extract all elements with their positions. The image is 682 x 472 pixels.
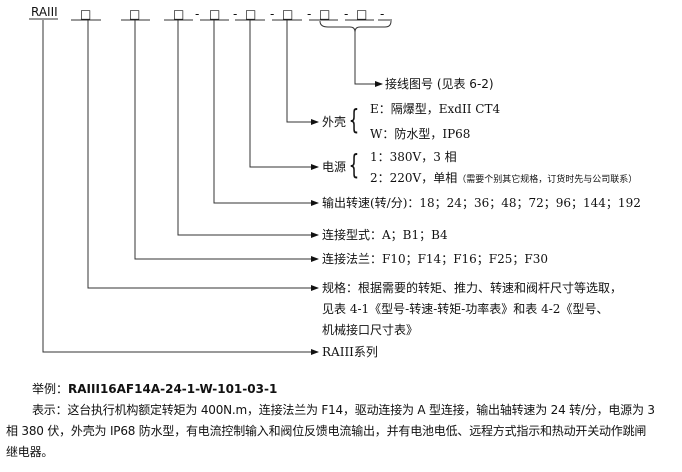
label-speed: 输出转速(转/分)：18；24；36；48；72；96；144；192 [322,196,641,210]
brace: { [348,148,360,181]
code-box-flange: □ [129,7,141,21]
code-dash: - [270,7,275,21]
code-box-conn-type: □ [173,7,185,21]
label-housing: 外壳 [322,115,347,129]
power-1: 1：380V，3 相 [370,150,457,164]
code-box-speed: □ [209,7,221,21]
brace: { [348,103,360,136]
code-box-power: □ [245,7,257,21]
desc-line-1: 这台执行机构额定转矩为 400N.m，连接法兰为 F14，驱动连接为 A 型连接… [67,403,655,417]
example-line: 举例：RAIII16AF14A-24-1-W-101-03-1 [6,379,682,400]
label-wiring: 接线图号 (见表 6-2) [385,77,494,91]
label-flange: 连接法兰：F10；F14；F16；F25；F30 [322,252,548,266]
housing-w: W：防水型，IP68 [370,127,471,141]
desc-line-2: 相 380 伏，外壳为 IP68 防水型，有电流控制输入和阀位反馈电流输出，并有… [6,424,647,438]
code-dash: - [307,7,312,21]
code-dash: - [233,7,238,21]
label-conn-type: 连接型式：A；B1；B4 [322,228,448,242]
code-box-wiring-2: □ [356,7,368,21]
code-box-wiring-1: □ [319,7,331,21]
power-2: 2：220V，单相 [370,171,458,185]
code-dash: - [344,7,349,21]
code-prefix: RAIII [31,5,58,19]
code-box-housing: □ [282,7,294,21]
desc-label: 表示： [32,403,68,417]
code-dash: - [380,7,385,21]
power-note: （需要个别其它规格，订货时先与公司联系） [457,175,638,185]
label-spec-1: 规格：根据需要的转矩、推力、转速和阀杆尺寸等选取， [322,281,623,295]
code-box-spec: □ [80,7,92,21]
code-dash: - [195,7,200,21]
desc-line-3: 继电器。 [6,445,54,459]
label-spec-3: 机械接口尺寸表》 [322,323,419,337]
label-power: 电源 [322,160,347,174]
housing-e: E：隔爆型，ExdII CT4 [370,102,501,116]
example-code: RAIII16AF14A-24-1-W-101-03-1 [68,382,278,396]
label-series: RAIII系列 [322,345,378,359]
label-spec-2: 见表 4-1《型号-转速-转矩-功率表》和表 4-2《型号、 [322,302,609,316]
example-label: 举例： [32,382,69,396]
example-description: 表示：这台执行机构额定转矩为 400N.m，连接法兰为 F14，驱动连接为 A … [6,400,678,463]
